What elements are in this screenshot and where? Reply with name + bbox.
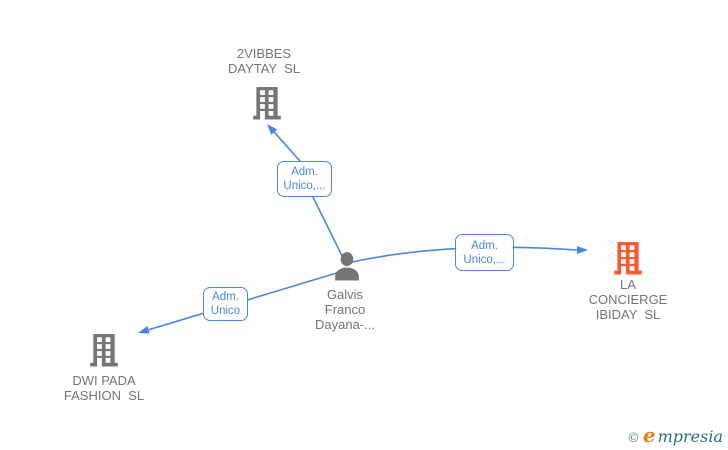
node-label-la-concierge-ibiday: LA CONCIERGE IBIDAY SL (588, 277, 668, 322)
edge-label-adm-unico-right[interactable]: Adm. Unico,... (455, 234, 514, 271)
brand-text: mpresia (657, 427, 723, 446)
edge-label-line: Adm. (291, 166, 318, 178)
node-label-galvis-franco-dayana: Galvis Franco Dayana-... (315, 287, 375, 332)
edge-label-line: Adm. (471, 239, 498, 252)
brand-letter: e (642, 423, 656, 447)
edge-label-line: Unico,... (463, 253, 506, 266)
empresia-logo[interactable]: © e mpresia (627, 423, 723, 447)
person-icon[interactable] (329, 249, 365, 285)
edge-to-top (273, 131, 348, 267)
edge-label-line: Unico,... (283, 180, 326, 192)
arrowhead-top (267, 124, 278, 135)
arrowhead-right (577, 246, 588, 254)
edge-label-adm-unico-left[interactable]: Adm. Unico (203, 287, 248, 321)
node-label-2vibbes-daytay: 2VIBBES DAYTAY SL (227, 46, 300, 76)
edge-label-line: Adm. (212, 291, 239, 303)
building-icon[interactable] (87, 333, 121, 367)
edge-label-adm-unico-top[interactable]: Adm. Unico,... (277, 161, 332, 197)
building-icon[interactable] (611, 241, 645, 275)
node-label-dwi-pada-fashion: DWI PADA FASHION SL (63, 373, 145, 403)
building-icon[interactable] (250, 86, 284, 120)
copyright-icon: © (626, 431, 640, 446)
arrowhead-bottom-left (138, 326, 150, 334)
edge-label-line: Unico (210, 305, 241, 317)
